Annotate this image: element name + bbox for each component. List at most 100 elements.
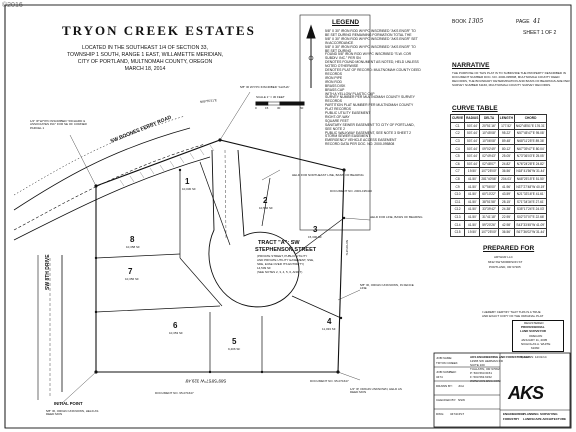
title-block-frame	[433, 352, 571, 428]
table-cell: C1	[449, 121, 466, 131]
tract-a-label: TRACT "A": SW	[258, 240, 300, 246]
legend-item: BRASS DISK	[325, 83, 346, 88]
curve-table-header: DELTA	[479, 114, 499, 123]
legend-item: BRASS CAP	[325, 87, 345, 92]
prepared-for-line: ARTHUR LLC	[494, 255, 513, 259]
table-cell: 59°20'26"	[479, 220, 499, 229]
legend-item: 5/8" X 30" IRON ROD W/YPC INSCRIBED "AKS…	[325, 29, 416, 37]
table-cell: N67°39'47"E 80.04'	[513, 144, 548, 153]
lot-area: 10,566 SF	[259, 206, 273, 210]
table-cell: S67°36'02"W 31.44'	[513, 227, 548, 237]
table-cell: 02°48'07"	[479, 159, 499, 169]
tract-a-label: STEPHENSON STREET	[255, 247, 317, 253]
job-number-label: JOB NUMBER:	[436, 370, 457, 374]
legend-item: RIGHT-OF-WAY	[325, 114, 350, 119]
lot-area: 10,358 SF	[126, 245, 140, 249]
scale-tick-30: 30	[277, 106, 281, 110]
dwg: 3474CPLT	[450, 412, 465, 416]
legend-item: WITH A YELLOW PLASTIC CAP	[325, 91, 375, 96]
monument-note: 5/8" IR W/YPC INSCRIBED "ALPHA"	[240, 85, 290, 89]
legend-item: EMERGENCY VEHICLE ACCESS EASEMENT	[325, 138, 397, 143]
curve-table-header: RADIUS	[464, 114, 481, 123]
legend-item: DENOTES FOUND MONUMENT AS NOTED, HELD UN…	[325, 60, 419, 69]
lot-number: 3	[313, 225, 318, 234]
copyright-stamp: ©2016	[2, 2, 23, 9]
table-cell: 31°41'18"	[479, 212, 499, 222]
table-cell: 41.50'	[464, 174, 481, 184]
table-cell: 41.50'	[464, 182, 481, 191]
lot-area: 9,406 SF	[228, 347, 241, 351]
monument-note: 1/2" IP, ORIGIN UNKNOWN, HELD AS DEED MO…	[350, 387, 402, 395]
stamp-line: NICHOLAS A. WHITE	[521, 342, 551, 346]
monument-note: HELD FOR LINE, BASIS OF BEARING	[370, 215, 423, 219]
table-cell: 43.59'	[497, 189, 515, 199]
stamp-line: LAND SURVEYOR	[520, 329, 546, 333]
discipline: SURVEYING	[540, 412, 558, 416]
table-cell: 24.82'	[497, 159, 515, 169]
legend-item: 5/8" X 30" IRON ROD W/YPC INSCRIBED "AKS…	[325, 36, 418, 45]
table-cell: C11	[449, 197, 466, 207]
table-cell: C14	[449, 220, 466, 229]
tract-a-note: (SEE NOTES 2, 3, 4, 5, 6, AND 7)	[257, 270, 303, 274]
narrative-title: NARRATIVE	[452, 62, 490, 69]
table-cell: N76°24'28"E 24.82'	[513, 159, 548, 169]
surveyor-stamp	[512, 320, 564, 352]
legend-item: PUBLIC UTILITY EASEMENT	[325, 111, 371, 116]
document-number: DOCUMENT NO. 95-071647	[155, 391, 194, 395]
table-cell: C12	[449, 205, 466, 214]
legend-item: RECORD DATA PER DOC. NO. 2000-095808	[325, 142, 395, 147]
stamp-line: PROFESSIONAL	[521, 325, 545, 329]
table-cell: 36.56'	[497, 227, 515, 237]
drawn-by: JCH	[458, 384, 464, 388]
job-number: 3474	[436, 375, 443, 379]
table-cell: S71°34'34"E 27.61'	[513, 197, 548, 207]
tract-a-note: AND PRIVATE UTILITY EASEMENT, SSE,	[257, 258, 315, 262]
discipline: FORESTRY	[503, 417, 520, 421]
stamp-line: REGISTERED	[524, 321, 544, 325]
table-cell: 09°02'49"	[479, 144, 499, 153]
table-cell: C2	[449, 129, 466, 138]
scale-tick-60: 60	[300, 106, 304, 110]
table-cell: 41.50'	[464, 205, 481, 214]
page-value: 41	[533, 18, 541, 25]
legend-item: PARTITION PLAT NUMBER PER MULTNOMAH COUN…	[325, 103, 414, 112]
table-cell: 28.15'	[497, 197, 515, 207]
sheet-number: SHEET 1 OF 2	[523, 30, 557, 36]
dwg-label: DWG:	[436, 412, 445, 416]
curve-table-header: CHORD	[513, 114, 548, 123]
monument-note: 5/8" IR, ORIGIN UNKNOWN, HELD AS DEED MO…	[46, 409, 99, 417]
table-cell: C9	[449, 182, 466, 191]
table-cell: 41.50'	[464, 197, 481, 207]
job-name: TRYON CREEK	[436, 361, 458, 365]
legend-item: 5/8" X 30" IRON ROD W/YPC INSCRIBED "AKS…	[325, 44, 416, 53]
curve-table-header: LENGTH	[497, 114, 515, 123]
prepared-for-line: 6632 SW MORRISON ST	[488, 260, 523, 264]
legend-item: FOUND 5/8" IRON ROD W/YPC INSCRIBED "S.W…	[325, 52, 412, 61]
table-cell: N57°45'47"E 95.08'	[513, 129, 548, 138]
tract-a-note: 14,509 SF	[257, 266, 271, 270]
lot-number: 2	[263, 196, 268, 205]
table-cell: 25.05'	[497, 151, 515, 161]
table-cell: N21°33'16"E 41.61'	[513, 189, 548, 199]
firm-address: WWW.AKS-ENG.COM	[470, 379, 501, 383]
monument-note: 1/2" IP W/YPC INSCRIBED "RICHARD & ASSOC…	[30, 119, 87, 130]
table-cell: 24.38'	[497, 205, 515, 214]
table-cell: 107°25'00"	[479, 227, 499, 237]
north-arrow-icon	[306, 24, 316, 88]
lot-area: 11,033 SF	[322, 327, 336, 331]
table-cell: 204.03'	[497, 174, 515, 184]
subtitle-line-1: LOCATED IN THE SOUTHEAST 1/4 OF SECTION …	[82, 45, 208, 51]
subdivision-boundary	[95, 139, 345, 373]
scale-tick-15: 15	[265, 106, 269, 110]
discipline: PLANNING	[523, 412, 539, 416]
narrative-line: DOCUMENT NUMBER DOC. NO. 2000-095808, MU…	[452, 75, 560, 79]
tract-a-note: SDE, EVAE OVER ITS ENTIRETY)	[257, 262, 305, 266]
